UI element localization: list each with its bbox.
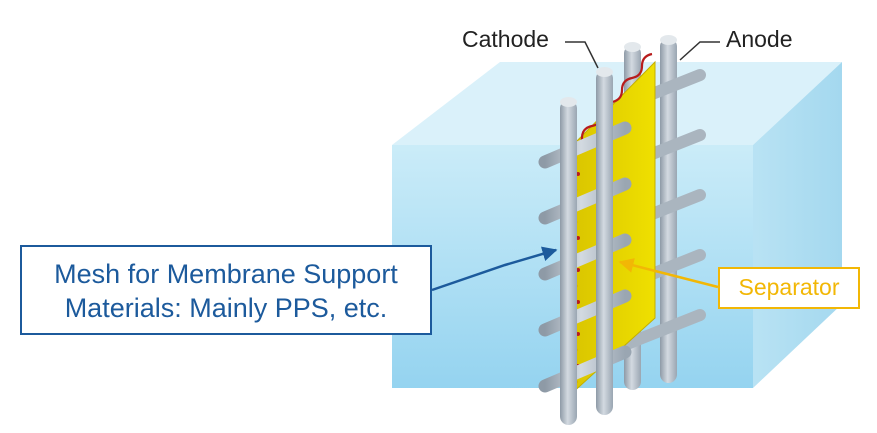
mesh-callout-line2: Materials: Mainly PPS, etc. (64, 293, 388, 323)
cathode-rods (560, 67, 613, 425)
anode-label: Anode (726, 26, 793, 52)
cathode-rod-1 (560, 100, 577, 425)
cathode-rod-1-cap (560, 97, 577, 107)
cathode-label: Cathode (462, 26, 549, 52)
cathode-rod-2-cap (596, 67, 613, 77)
mesh-callout-line1: Mesh for Membrane Support (54, 259, 398, 289)
mesh-callout-box: Mesh for Membrane Support Materials: Mai… (20, 245, 432, 335)
arrow-right-icon (431, 246, 558, 292)
anode-rod-2-cap (660, 35, 677, 45)
anode-leader-line (679, 41, 720, 61)
cathode-leader-line (565, 41, 599, 69)
anode-rod-1-cap (624, 42, 641, 52)
separator-callout-box: Separator (718, 267, 860, 309)
cathode-rod-2 (596, 70, 613, 415)
arrow-left-icon (618, 258, 719, 289)
